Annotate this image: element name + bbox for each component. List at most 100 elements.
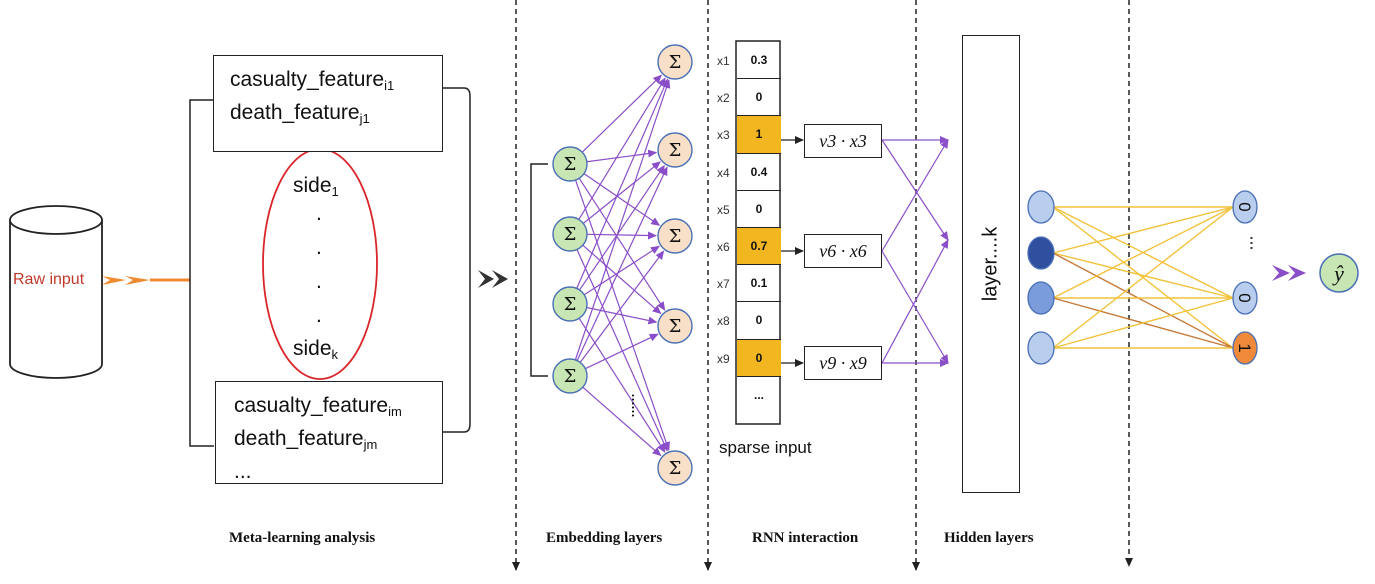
rnn-edge bbox=[881, 139, 949, 252]
feature-subscript: jm bbox=[363, 437, 378, 452]
sparse-input-label: x6 bbox=[717, 240, 730, 254]
output-node: 0 bbox=[1232, 190, 1258, 224]
feature-line-death-top: death_featurej1 bbox=[230, 99, 442, 132]
sigma-node-output: Σ bbox=[657, 450, 693, 486]
rnn-interaction-connections bbox=[881, 136, 949, 367]
hidden-node bbox=[1027, 281, 1055, 315]
sigma-node-input: Σ bbox=[552, 286, 588, 322]
output-node-value: 0 bbox=[1235, 202, 1254, 211]
side-dot: . bbox=[316, 270, 322, 293]
embedding-edge bbox=[578, 317, 666, 453]
sigma-node-input: Σ bbox=[552, 358, 588, 394]
hidden-edge bbox=[1052, 206, 1234, 254]
sigma-node-output: Σ bbox=[657, 132, 693, 168]
sparse-input-label: x4 bbox=[717, 165, 730, 180]
side-dot: . bbox=[316, 236, 322, 259]
sparse-input-cell: ... bbox=[753, 388, 764, 403]
sparse-input-label: x3 bbox=[717, 128, 730, 143]
output-chevron-icon bbox=[1272, 265, 1306, 281]
side-name: side bbox=[293, 174, 332, 197]
feature-box-top: casualty_featurei1 death_featurej1 bbox=[213, 55, 443, 152]
sparse-input-caption: sparse input bbox=[719, 438, 812, 457]
prediction-node bbox=[1319, 253, 1359, 293]
sigma-node-output: Σ bbox=[657, 44, 693, 80]
feature-name: death_feature bbox=[234, 427, 364, 450]
side-dot: . bbox=[316, 304, 322, 327]
raw-input-label: Raw input bbox=[13, 271, 85, 288]
sparse-input-cell: 0.4 bbox=[737, 154, 781, 191]
hidden-edge bbox=[1052, 252, 1234, 349]
feature-line-casualty-bottom: casualty_featureim bbox=[234, 392, 442, 425]
embedding-edge bbox=[582, 161, 661, 224]
output-nodes: 0 0 1 bbox=[1232, 190, 1258, 365]
sparse-input-cell: 0 bbox=[737, 339, 781, 377]
side-subscript: 1 bbox=[331, 184, 339, 199]
sparse-input-cell: 0 bbox=[737, 302, 781, 340]
sigma-symbol: Σ bbox=[669, 140, 682, 161]
hidden-layer-box bbox=[962, 35, 1020, 493]
hidden-output-connections bbox=[1052, 206, 1234, 349]
feature-name: casualty_feature bbox=[234, 394, 389, 417]
sparse-input-label: x5 bbox=[717, 202, 730, 217]
sparse-input-cell: 0 bbox=[737, 191, 781, 228]
section-dividers bbox=[512, 0, 1133, 571]
embedding-edge bbox=[578, 177, 666, 311]
right-bracket bbox=[442, 87, 471, 433]
output-node: 1 bbox=[1232, 331, 1258, 365]
sparse-input-cell: 0.1 bbox=[737, 265, 781, 303]
embedding-edge bbox=[576, 249, 668, 452]
caption-embedding: Embedding layers bbox=[546, 530, 663, 546]
sparse-input-label: x7 bbox=[717, 277, 730, 292]
product-box-1: v3 · x3 bbox=[804, 124, 882, 158]
embedding-edge bbox=[576, 78, 668, 289]
raw-input-arrow-icon bbox=[102, 276, 190, 285]
feature-subscript: im bbox=[388, 404, 402, 419]
sigma-node-input: Σ bbox=[552, 146, 588, 182]
prediction-symbol: ŷ bbox=[1332, 261, 1344, 286]
side-dot: . bbox=[316, 202, 322, 225]
output-node: 0 bbox=[1232, 281, 1258, 315]
sigma-symbol: Σ bbox=[669, 52, 682, 73]
chevron-right-icon bbox=[478, 270, 508, 288]
sigma-node-output: Σ bbox=[657, 218, 693, 254]
embedding-output-nodes: Σ Σ Σ Σ Σ bbox=[657, 44, 693, 486]
sigma-symbol: Σ bbox=[564, 366, 577, 387]
sigma-node-output: Σ bbox=[657, 308, 693, 344]
embedding-edge bbox=[586, 149, 658, 163]
product-box-2: v6 · x6 bbox=[804, 234, 882, 268]
caption-meta-learning: Meta-learning analysis bbox=[229, 530, 376, 546]
sparse-input-cell: 0.3 bbox=[737, 42, 781, 80]
sigma-symbol: Σ bbox=[669, 316, 682, 337]
side-label-first: side1 bbox=[293, 174, 339, 199]
caption-rnn: RNN interaction bbox=[752, 530, 859, 546]
embedding-edge bbox=[574, 79, 671, 361]
output-ellipsis: ... bbox=[1246, 235, 1267, 251]
sparse-input-label: x1 bbox=[717, 54, 730, 68]
embedding-edge bbox=[585, 333, 659, 370]
feature-subscript: j1 bbox=[359, 111, 370, 126]
embedding-edge bbox=[581, 74, 663, 153]
embedding-edge bbox=[579, 164, 665, 291]
sigma-symbol: Σ bbox=[564, 154, 577, 175]
embedding-connections bbox=[574, 74, 671, 457]
hidden-edge bbox=[1052, 252, 1234, 299]
cell-to-product-arrows bbox=[780, 136, 804, 367]
side-name: side bbox=[293, 337, 332, 360]
hidden-node bbox=[1027, 331, 1055, 365]
sigma-symbol: Σ bbox=[564, 294, 577, 315]
hidden-edge bbox=[1052, 297, 1234, 349]
feature-name: death_feature bbox=[230, 101, 360, 124]
rnn-edge bbox=[881, 139, 949, 241]
embedding-edge bbox=[579, 250, 665, 363]
sparse-input-cell: 1 bbox=[737, 116, 781, 154]
database-cylinder-icon bbox=[9, 205, 103, 379]
feature-line-ellipsis: ... bbox=[234, 460, 252, 483]
embedding-edge bbox=[583, 173, 661, 226]
embedding-edge bbox=[583, 245, 660, 296]
feature-box-bottom: casualty_featureim death_featurejm ... bbox=[215, 381, 443, 484]
embedding-edge bbox=[582, 244, 662, 315]
